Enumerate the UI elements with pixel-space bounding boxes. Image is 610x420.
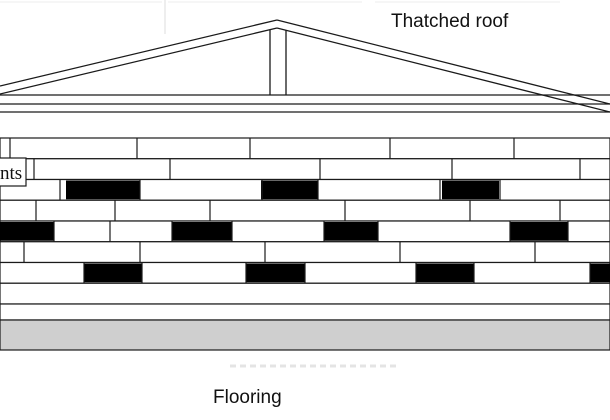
roof-truss [0, 19, 610, 113]
floor-label: Flooring [213, 387, 282, 408]
dark-brick [590, 263, 610, 283]
dark-brick [261, 180, 318, 200]
dark-brick [0, 222, 54, 241]
brick-course [0, 158, 610, 181]
dark-brick [442, 180, 499, 200]
dark-brick [172, 222, 232, 241]
dark-brick [510, 222, 568, 241]
dark-brick [324, 222, 378, 241]
roof-label: Thatched roof [391, 11, 509, 32]
wall-label-box [0, 157, 27, 187]
brick-course [0, 282, 610, 305]
dark-brick [84, 263, 142, 283]
scan-artifacts [0, 0, 560, 368]
brick-course [0, 137, 610, 160]
wall-label-partial: nts [0, 163, 22, 184]
dark-brick [66, 180, 140, 200]
dark-brick [416, 263, 474, 283]
brick-course [0, 199, 610, 222]
brick-course [0, 241, 610, 264]
brick-wall [0, 137, 610, 305]
floor-slab [0, 303, 610, 351]
dark-brick [246, 263, 305, 283]
